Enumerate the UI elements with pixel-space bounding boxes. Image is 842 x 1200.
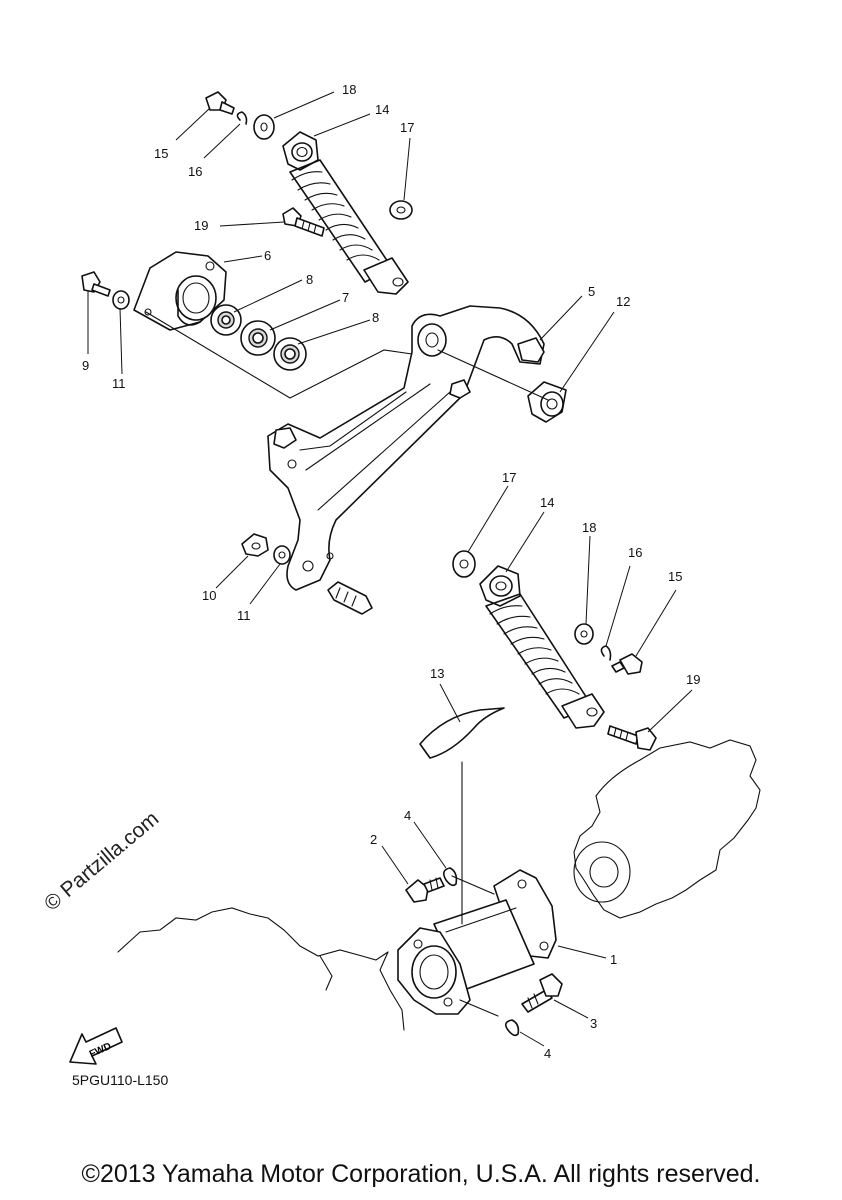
callout-18-upper: 18 — [342, 82, 356, 97]
tape-13[interactable] — [419, 707, 505, 759]
callout-4-lower: 4 — [544, 1046, 551, 1061]
callout-14-upper: 14 — [375, 102, 389, 117]
engine-outline-left — [117, 907, 405, 1031]
bearing-8-first[interactable] — [210, 304, 242, 336]
callout-10: 10 — [202, 588, 216, 603]
lower-shock-absorber[interactable] — [479, 565, 605, 729]
washer-17-lower[interactable] — [452, 550, 476, 578]
callout-16-upper: 16 — [188, 164, 202, 179]
callout-11-lower: 11 — [237, 608, 251, 623]
bearing-7[interactable] — [240, 320, 276, 356]
washer-18-lower[interactable] — [574, 623, 594, 645]
callout-3: 3 — [590, 1016, 597, 1031]
bearing-8-second[interactable] — [273, 337, 307, 371]
bushing-12[interactable] — [527, 381, 567, 423]
washer-4-lower[interactable] — [504, 1019, 520, 1037]
bolt-9[interactable] — [81, 271, 111, 297]
callout-12: 12 — [616, 294, 630, 309]
pipe-1[interactable] — [397, 869, 557, 1015]
callout-19-lower: 19 — [686, 672, 700, 687]
callout-2: 2 — [370, 832, 377, 847]
copyright-footer: ©2013 Yamaha Motor Corporation, U.S.A. A… — [81, 1160, 761, 1188]
washer-17-upper[interactable] — [389, 200, 413, 220]
callout-7: 7 — [342, 290, 349, 305]
nut-10[interactable] — [241, 533, 269, 557]
washer-16-upper[interactable] — [236, 111, 248, 125]
washer-11-upper[interactable] — [112, 290, 130, 310]
axle-bolt[interactable] — [327, 581, 373, 615]
washer-16-lower[interactable] — [600, 645, 612, 661]
washer-11-lower[interactable] — [273, 545, 291, 565]
callout-15-upper: 15 — [154, 146, 168, 161]
diagram-code: 5PGU110-L150 — [72, 1072, 169, 1088]
callout-8-first: 8 — [306, 272, 313, 287]
callout-19-upper: 19 — [194, 218, 208, 233]
callout-4-upper: 4 — [404, 808, 411, 823]
callout-17-lower: 17 — [502, 470, 516, 485]
callout-5: 5 — [588, 284, 595, 299]
callout-11-upper: 11 — [112, 376, 126, 391]
callout-6: 6 — [264, 248, 271, 263]
callout-8-second: 8 — [372, 310, 379, 325]
washer-18-upper[interactable] — [253, 114, 275, 140]
engine-outline-right — [573, 739, 761, 919]
callout-9: 9 — [82, 358, 89, 373]
callout-numbers: 15 16 18 14 17 19 6 8 7 8 9 11 5 12 10 1… — [82, 82, 700, 1061]
bolt-15-lower[interactable] — [611, 653, 643, 675]
callout-17-upper: 17 — [400, 120, 414, 135]
bearing-housing-6[interactable] — [133, 251, 227, 331]
bolt-19-upper[interactable] — [282, 207, 325, 237]
callout-18-lower: 18 — [582, 520, 596, 535]
leader-lines — [87, 91, 693, 1047]
callout-1: 1 — [610, 952, 617, 967]
upper-shock-absorber[interactable] — [282, 131, 409, 295]
bolt-15-upper[interactable] — [205, 91, 235, 115]
washer-4-upper[interactable] — [442, 867, 458, 887]
bolt-2[interactable] — [405, 877, 445, 903]
callout-14-lower: 14 — [540, 495, 554, 510]
callout-16-lower: 16 — [628, 545, 642, 560]
callout-15-lower: 15 — [668, 569, 682, 584]
fwd-arrow-icon: FWD — [69, 1027, 123, 1065]
bolt-19-lower[interactable] — [607, 725, 657, 751]
callout-13: 13 — [430, 666, 444, 681]
rear-arm-5[interactable] — [267, 305, 545, 591]
bolt-3[interactable] — [521, 973, 563, 1013]
